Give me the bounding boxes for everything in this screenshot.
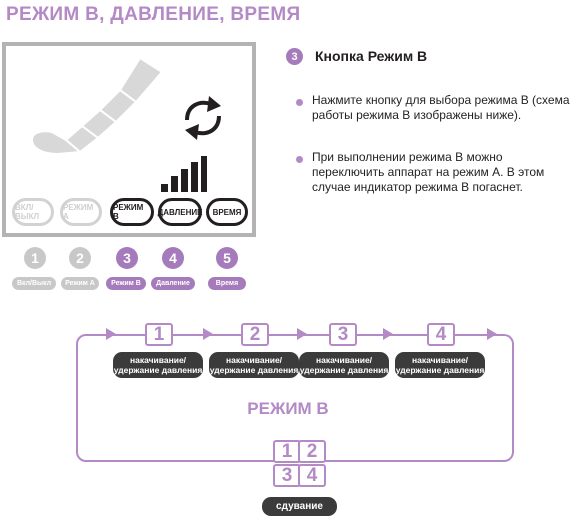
step-number: 2 xyxy=(241,323,269,346)
section-number: 3 xyxy=(286,48,303,65)
legend-number: 4 xyxy=(162,247,184,269)
power-button[interactable]: ВКЛ/ВЫКЛ xyxy=(12,198,54,226)
step-label: накачивание/ удержание давления xyxy=(395,352,485,378)
arrow-right-icon xyxy=(297,328,307,340)
arrow-right-icon xyxy=(203,328,213,340)
legend-label: Время xyxy=(208,277,246,290)
signal-bars-icon xyxy=(161,156,207,192)
grid-number: 3 xyxy=(273,464,301,487)
legend-number: 2 xyxy=(69,247,91,269)
deflate-label: сдувание xyxy=(262,497,337,516)
step-number: 4 xyxy=(427,323,455,346)
pressure-button[interactable]: ДАВЛЕНИЕ xyxy=(158,198,202,226)
step-label: накачивание/ удержание давления xyxy=(209,352,299,378)
mode-b-button[interactable]: РЕЖИМ В xyxy=(110,198,154,226)
leg-cuff-icon xyxy=(30,56,164,156)
grid-number: 1 xyxy=(273,440,301,463)
legend-label: Вкл/Выкл xyxy=(12,277,56,290)
legend-number: 1 xyxy=(24,247,46,269)
arrow-right-icon xyxy=(487,328,497,340)
arrow-right-icon xyxy=(383,328,393,340)
legend-number: 5 xyxy=(216,247,238,269)
step-label: накачивание/ удержание давления xyxy=(299,352,389,378)
mode-label: РЕЖИМ В xyxy=(247,399,329,418)
legend-label: Режим В xyxy=(106,277,146,290)
step-label: накачивание/ удержание давления xyxy=(113,352,203,378)
device-panel: ВКЛ/ВЫКЛ РЕЖИМ А РЕЖИМ В ДАВЛЕНИЕ ВРЕМЯ xyxy=(2,42,256,237)
mode-a-button[interactable]: РЕЖИМ А xyxy=(60,198,102,226)
grid-number: 4 xyxy=(298,464,326,487)
legend-label: Давление xyxy=(151,277,195,290)
arrow-right-icon xyxy=(106,328,116,340)
section-heading: Кнопка Режим В xyxy=(315,48,428,64)
legend-label: Режим А xyxy=(61,277,99,290)
step-number: 1 xyxy=(145,323,173,346)
bullet-dot xyxy=(296,99,303,106)
legend-number: 3 xyxy=(116,247,138,269)
bullet-dot xyxy=(296,156,303,163)
time-button[interactable]: ВРЕМЯ xyxy=(206,198,248,226)
bullet-text: Нажмите кнопку для выбора режима В (схем… xyxy=(312,93,570,122)
step-number: 3 xyxy=(329,323,357,346)
grid-number: 2 xyxy=(298,440,326,463)
page-title: РЕЖИМ В, ДАВЛЕНИЕ, ВРЕМЯ xyxy=(6,4,301,25)
cycle-arrows-icon xyxy=(185,96,221,140)
bullet-text: При выполнении режима В можно переключит… xyxy=(312,150,545,194)
